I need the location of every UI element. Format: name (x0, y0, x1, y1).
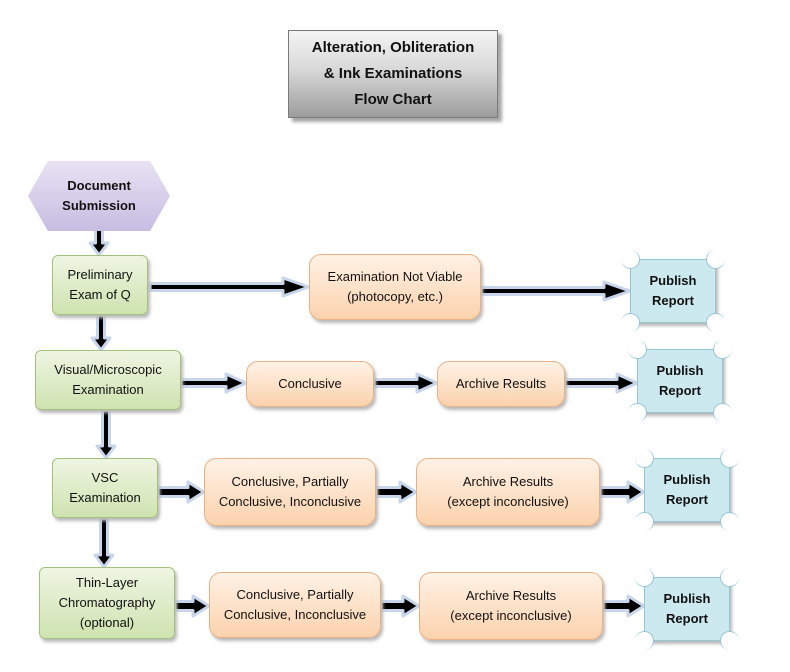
archive-results-node-2: Archive Results (437, 361, 565, 407)
conclusive-label: Conclusive (278, 376, 342, 391)
arrow-not-viable-to-publish (479, 280, 632, 302)
publish-report-node-3: Publish Report (635, 449, 739, 531)
archive-results-label-4: Archive Results (except inconclusive) (450, 588, 572, 623)
archive-results-label-2: Archive Results (455, 376, 547, 391)
vsc-examination-node: VSC Examination (52, 458, 158, 518)
arrow-tlc-to-result (173, 594, 211, 618)
not-viable-label: Examination Not Viable (photocopy, etc.) (327, 269, 463, 304)
arrow-preliminary-to-not-viable (148, 276, 311, 298)
arrow-archive-to-publish-3 (598, 480, 646, 504)
thin-layer-chromatography-node: Thin-Layer Chromatography (optional) (39, 567, 175, 639)
preliminary-exam-node: Preliminary Exam of Q (52, 255, 148, 315)
arrow-vsc-result-to-archive (374, 480, 418, 504)
archive-results-label-3: Archive Results (except inconclusive) (447, 474, 569, 509)
arrow-visual-to-vsc (95, 408, 117, 460)
publish-report-label-2: Publish Report (656, 363, 704, 398)
conclusive-node: Conclusive (246, 361, 374, 407)
vsc-result-node: Conclusive, Partially Conclusive, Inconc… (204, 458, 376, 526)
preliminary-exam-label: Preliminary Exam of Q (67, 267, 133, 302)
visual-microscopic-label: Visual/Microscopic Examination (54, 362, 162, 397)
document-submission-node: Document Submission (28, 161, 170, 231)
publish-report-node-4: Publish Report (635, 568, 739, 650)
publish-report-label-3: Publish Report (663, 472, 711, 507)
arrow-conclusive-to-archive (372, 372, 439, 394)
arrow-vsc-to-tlc (93, 516, 115, 569)
arrow-submission-to-preliminary (88, 227, 110, 257)
chart-title-box: Alteration, Obliteration & Ink Examinati… (288, 30, 498, 118)
thin-layer-chromatography-label: Thin-Layer Chromatography (optional) (58, 575, 156, 630)
archive-results-node-3: Archive Results (except inconclusive) (416, 458, 600, 526)
chart-title: Alteration, Obliteration & Ink Examinati… (311, 39, 475, 108)
arrow-tlc-result-to-archive (379, 594, 421, 618)
tlc-result-label: Conclusive, Partially Conclusive, Inconc… (223, 587, 367, 622)
arrow-visual-to-conclusive (179, 372, 248, 394)
publish-report-node-2: Publish Report (628, 340, 732, 422)
tlc-result-node: Conclusive, Partially Conclusive, Inconc… (209, 572, 381, 638)
not-viable-node: Examination Not Viable (photocopy, etc.) (309, 254, 481, 320)
arrow-archive-to-publish-2 (563, 372, 639, 394)
arrow-archive-to-publish-4 (601, 594, 646, 618)
vsc-examination-label: VSC Examination (69, 470, 141, 505)
vsc-result-label: Conclusive, Partially Conclusive, Inconc… (218, 474, 362, 509)
document-submission-label: Document Submission (62, 178, 136, 213)
archive-results-node-4: Archive Results (except inconclusive) (419, 572, 603, 640)
publish-report-node-1: Publish Report (621, 250, 725, 332)
visual-microscopic-node: Visual/Microscopic Examination (35, 350, 181, 410)
arrow-vsc-to-result (156, 480, 206, 504)
arrow-preliminary-to-visual (90, 313, 112, 352)
publish-report-label-4: Publish Report (663, 591, 711, 626)
publish-report-label-1: Publish Report (649, 273, 697, 308)
